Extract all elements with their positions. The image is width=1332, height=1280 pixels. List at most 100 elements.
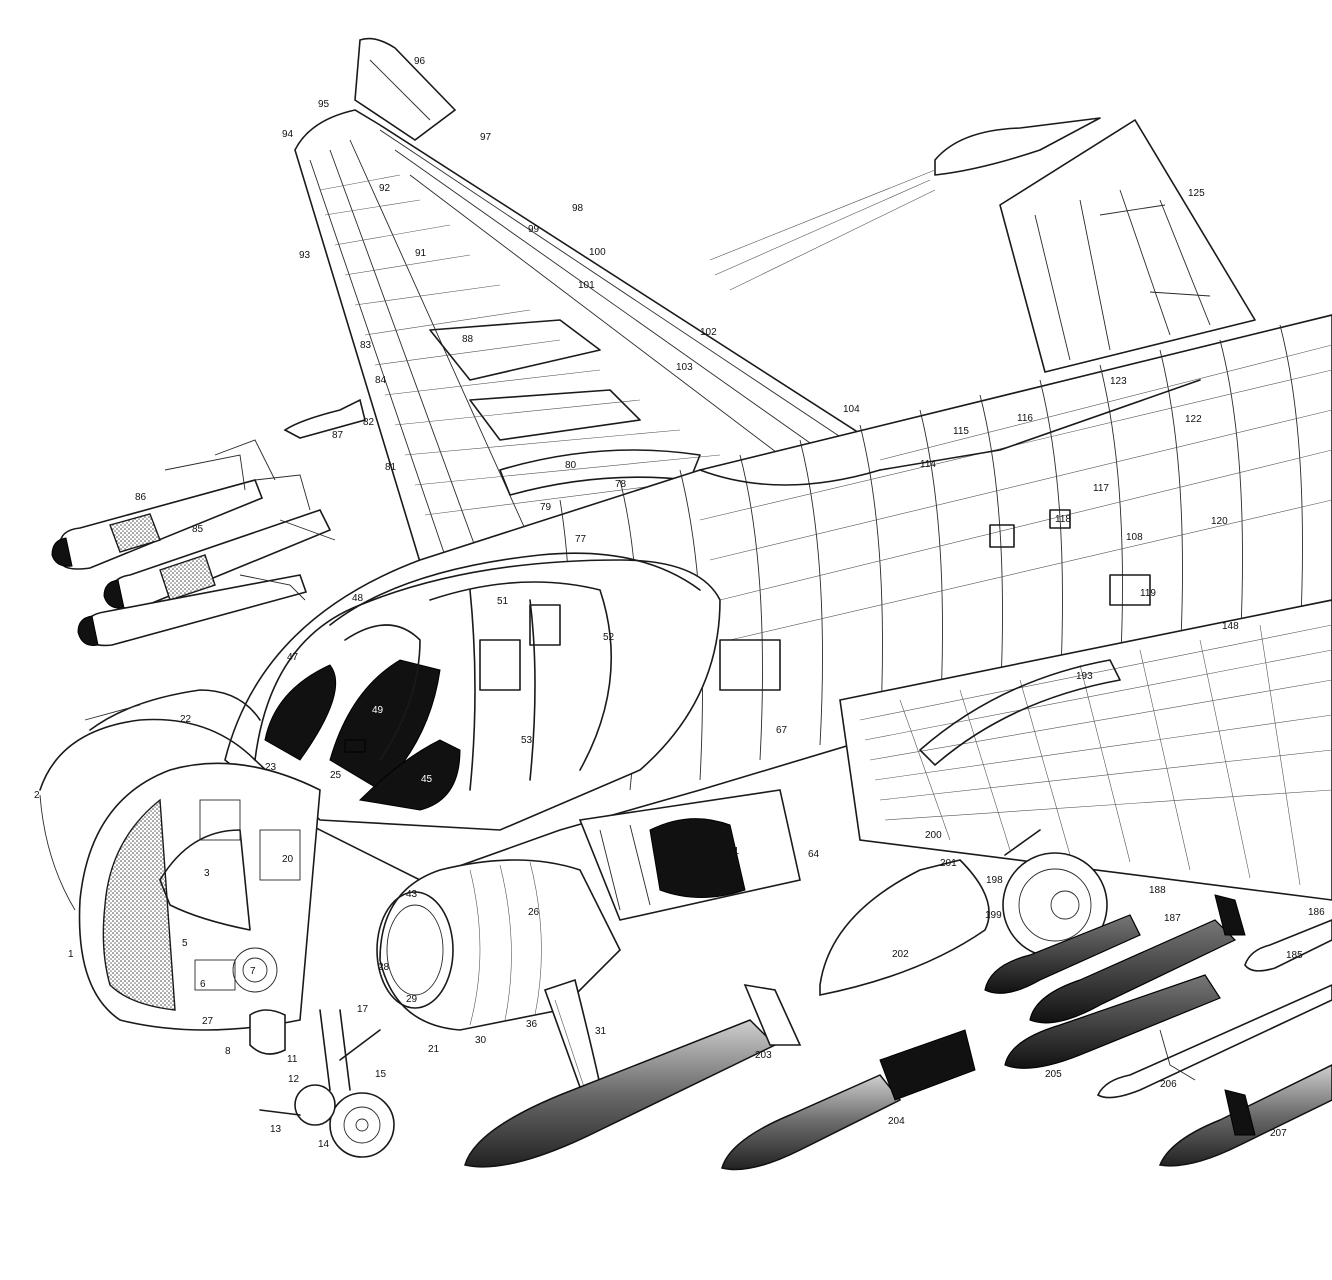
engine xyxy=(578,789,801,921)
label-78: 78 xyxy=(615,479,627,490)
right-wing xyxy=(839,599,1332,901)
label-123: 123 xyxy=(1110,376,1127,387)
label-79: 79 xyxy=(540,502,552,513)
missile-cluster xyxy=(51,439,336,647)
bomb-187 xyxy=(1029,894,1246,1024)
label-92: 92 xyxy=(379,183,391,194)
label-202: 202 xyxy=(892,949,909,960)
label-5: 5 xyxy=(182,938,188,949)
label-81: 81 xyxy=(385,462,397,473)
label-84: 84 xyxy=(375,375,387,386)
missile-upper xyxy=(51,439,276,570)
label-187: 187 xyxy=(1164,913,1181,924)
label-43: 43 xyxy=(406,889,418,900)
label-6: 6 xyxy=(200,979,206,990)
label-101: 101 xyxy=(578,280,595,291)
label-96: 96 xyxy=(414,56,426,67)
bomb-203 xyxy=(464,983,802,1168)
label-95: 95 xyxy=(318,99,330,110)
label-207: 207 xyxy=(1270,1128,1287,1139)
label-14: 14 xyxy=(318,1139,330,1150)
label-26: 26 xyxy=(528,907,540,918)
label-118: 118 xyxy=(1055,514,1071,525)
label-25: 25 xyxy=(330,770,342,781)
label-82: 82 xyxy=(363,417,375,428)
label-115: 115 xyxy=(953,426,969,437)
label-11: 11 xyxy=(287,1054,298,1065)
label-185: 185 xyxy=(1286,950,1303,961)
label-80: 80 xyxy=(565,460,577,471)
label-41: 41 xyxy=(728,846,740,857)
missile-lower xyxy=(77,574,308,647)
label-3: 3 xyxy=(204,868,210,879)
label-199: 199 xyxy=(985,910,1002,921)
label-94: 94 xyxy=(282,129,294,140)
label-88: 88 xyxy=(462,334,474,345)
label-188: 188 xyxy=(1149,885,1166,896)
label-193: 193 xyxy=(1076,671,1093,682)
label-86: 86 xyxy=(135,492,147,503)
label-125: 125 xyxy=(1188,188,1205,199)
label-28: 28 xyxy=(378,962,390,973)
label-30: 30 xyxy=(475,1035,487,1046)
label-23: 23 xyxy=(265,762,277,773)
bomb-205 xyxy=(1004,974,1221,1069)
label-206: 206 xyxy=(1160,1079,1177,1090)
drop-tank xyxy=(819,859,990,996)
bomb-188 xyxy=(984,914,1141,994)
label-119: 119 xyxy=(1140,588,1156,599)
label-17: 17 xyxy=(357,1004,369,1015)
label-102: 102 xyxy=(700,327,717,338)
label-203: 203 xyxy=(755,1050,772,1061)
label-198: 198 xyxy=(986,875,1003,886)
label-12: 12 xyxy=(288,1074,300,1085)
label-8: 8 xyxy=(225,1046,231,1057)
label-97: 97 xyxy=(480,132,492,143)
label-45: 45 xyxy=(421,774,433,785)
label-91: 91 xyxy=(415,248,427,259)
label-77: 77 xyxy=(575,534,587,545)
label-2: 2 xyxy=(34,790,40,801)
label-122: 122 xyxy=(1185,414,1202,425)
label-148: 148 xyxy=(1222,621,1239,632)
label-47: 47 xyxy=(287,652,299,663)
label-100: 100 xyxy=(589,247,606,258)
label-13: 13 xyxy=(270,1124,282,1135)
label-116: 116 xyxy=(1017,413,1033,424)
label-114: 114 xyxy=(920,459,936,470)
label-15: 15 xyxy=(375,1069,387,1080)
label-204: 204 xyxy=(888,1116,905,1127)
label-201: 201 xyxy=(940,858,957,869)
bomb-204 xyxy=(721,1029,976,1171)
bomb-207 xyxy=(1158,1064,1332,1167)
label-120: 120 xyxy=(1211,516,1228,527)
label-93: 93 xyxy=(299,250,311,261)
label-200: 200 xyxy=(925,830,942,841)
nose-radome xyxy=(39,689,321,1031)
label-64: 64 xyxy=(808,849,820,860)
cockpit xyxy=(254,552,721,831)
label-36: 36 xyxy=(526,1019,538,1030)
label-67: 67 xyxy=(776,725,788,736)
vertical-fin xyxy=(709,117,1256,373)
label-117: 117 xyxy=(1093,483,1109,494)
label-98: 98 xyxy=(572,203,584,214)
label-104: 104 xyxy=(843,404,860,415)
label-22: 22 xyxy=(180,714,192,725)
missile-206 xyxy=(1096,984,1332,1099)
label-48: 48 xyxy=(352,593,364,604)
missile-185 xyxy=(1244,919,1332,972)
label-49: 49 xyxy=(372,705,384,716)
label-108: 108 xyxy=(1126,532,1143,543)
label-27: 27 xyxy=(202,1016,214,1027)
label-103: 103 xyxy=(676,362,693,373)
label-20: 20 xyxy=(282,854,294,865)
label-21: 21 xyxy=(428,1044,440,1055)
label-83: 83 xyxy=(360,340,372,351)
missile-middle xyxy=(103,474,336,610)
label-1: 1 xyxy=(68,949,74,960)
label-51: 51 xyxy=(497,596,509,607)
label-31: 31 xyxy=(595,1026,607,1037)
label-186: 186 xyxy=(1308,907,1325,918)
